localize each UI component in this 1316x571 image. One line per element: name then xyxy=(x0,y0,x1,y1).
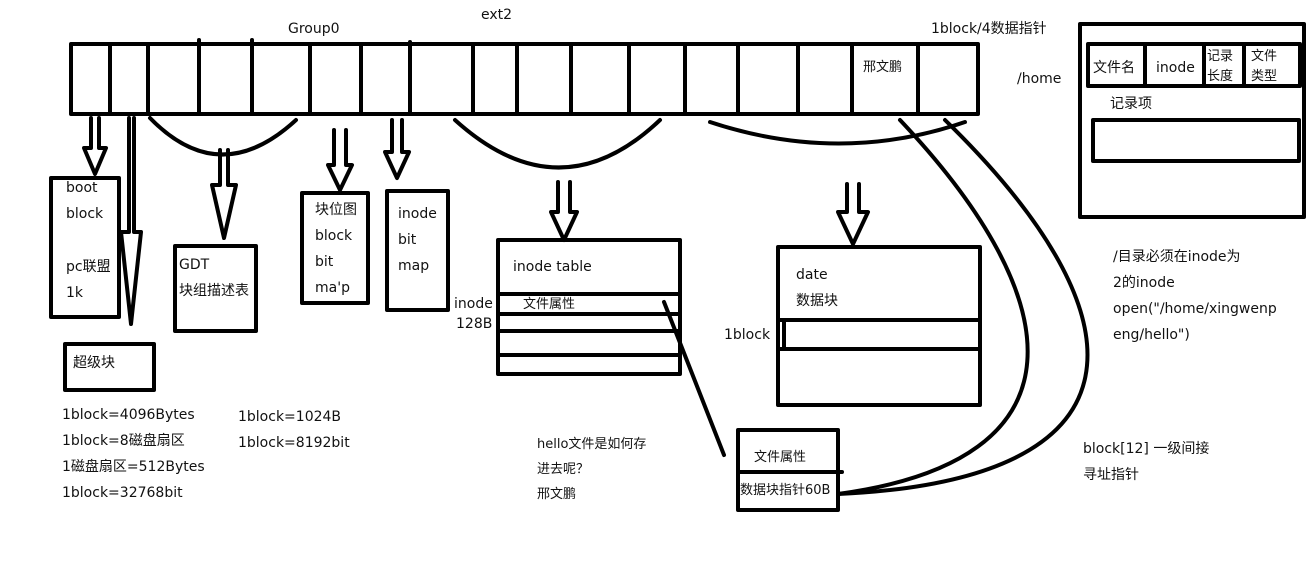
attr-link-line xyxy=(662,300,726,457)
record-entry-box xyxy=(1091,118,1301,163)
boot-block-box xyxy=(49,176,121,319)
blockbitmap-line-1: 块位图 xyxy=(315,202,357,218)
dir-col-reclen: 记录长度 xyxy=(1207,49,1234,84)
gdt-line-2: 块组描述表 xyxy=(179,283,249,299)
note-left-2: 1block=8磁盘扇区 xyxy=(62,433,185,449)
data-block-row-label: 1block xyxy=(724,327,771,343)
file-record-pointer: 数据块指针60B xyxy=(740,483,831,498)
blockbitmap-line-4: ma'p xyxy=(315,280,350,296)
inode-table-attr: 文件属性 xyxy=(523,297,576,312)
dir-col-type: 文件类型 xyxy=(1251,49,1278,84)
data-block-box xyxy=(776,245,982,407)
inodebitmap-line-3: map xyxy=(398,258,430,274)
dir-record-panel xyxy=(1078,22,1306,219)
pointer-curve-2 xyxy=(836,118,1090,496)
boot-line-2: block xyxy=(66,206,104,222)
data-block-brace xyxy=(708,120,967,146)
home-path-label: /home xyxy=(1017,71,1062,87)
boot-line-1: boot xyxy=(66,180,98,196)
down-arrow-inodetable xyxy=(549,180,579,242)
super-block-label: 超级块 xyxy=(73,355,115,371)
down-arrow-blockbitmap xyxy=(326,128,354,192)
inodebitmap-line-1: inode xyxy=(398,206,437,222)
inode-table-brace xyxy=(453,118,662,170)
block-bitmap-box xyxy=(300,191,370,305)
ext2-label: ext2 xyxy=(481,7,513,23)
pointer-curve-1 xyxy=(836,118,1030,496)
down-arrow-inodebitmap xyxy=(383,118,411,180)
data-block-subtitle: 数据块 xyxy=(796,293,838,309)
data-block-title: date xyxy=(796,267,828,283)
note-left-4: 1block=32768bit xyxy=(62,485,183,501)
boot-line-4: 1k xyxy=(66,285,84,301)
note-mid-1: 1block=1024B xyxy=(238,409,342,425)
cell-name-label: 邢文鹏 xyxy=(863,60,903,75)
inode-size-label: inode xyxy=(454,296,493,312)
file-record-attr: 文件属性 xyxy=(754,450,807,465)
inode-table-box xyxy=(496,238,682,376)
question-line-1: hello文件是如何存 xyxy=(537,437,647,452)
super-block-box xyxy=(63,342,156,392)
dir-col-inode: inode xyxy=(1156,60,1195,76)
block-strip xyxy=(69,42,980,116)
note-left-3: 1磁盘扇区=512Bytes xyxy=(62,459,205,475)
dir-record-caption: 记录项 xyxy=(1110,96,1152,112)
indirect-note-1: block[12] 一级间接 xyxy=(1083,441,1210,457)
indirect-note-2: 寻址指针 xyxy=(1083,467,1139,483)
boot-line-3: pc联盟 xyxy=(66,259,111,275)
dir-note-2: 2的inode xyxy=(1113,275,1175,291)
dir-note-1: /目录必须在inode为 xyxy=(1113,249,1241,265)
question-line-2: 进去呢？ xyxy=(537,462,590,477)
question-line-3: 邢文鹏 xyxy=(537,487,577,502)
inodebitmap-line-2: bit xyxy=(398,232,417,248)
group-desc-brace xyxy=(148,116,298,157)
down-arrow-gdt xyxy=(210,148,238,240)
inode-table-title: inode table xyxy=(513,259,592,275)
gdt-line-1: GDT xyxy=(179,257,210,273)
inode-size-value: 128B xyxy=(456,316,493,332)
gdt-box xyxy=(173,244,258,333)
down-arrow-boot xyxy=(82,116,108,176)
dir-note-4: eng/hello") xyxy=(1113,327,1190,343)
blockbitmap-line-2: block xyxy=(315,228,353,244)
block-strip-dividers xyxy=(108,38,920,116)
inode-bitmap-box xyxy=(385,189,450,312)
down-arrow-super xyxy=(119,116,143,326)
dir-note-3: open("/home/xingwenp xyxy=(1113,301,1277,317)
blockbitmap-line-3: bit xyxy=(315,254,334,270)
note-left-1: 1block=4096Bytes xyxy=(62,407,195,423)
block-pointer-note: 1block/4数据指针 xyxy=(931,21,1047,37)
dir-col-filename: 文件名 xyxy=(1093,60,1135,76)
group0-label: Group0 xyxy=(288,21,340,37)
down-arrow-datablock xyxy=(836,182,870,246)
note-mid-2: 1block=8192bit xyxy=(238,435,350,451)
